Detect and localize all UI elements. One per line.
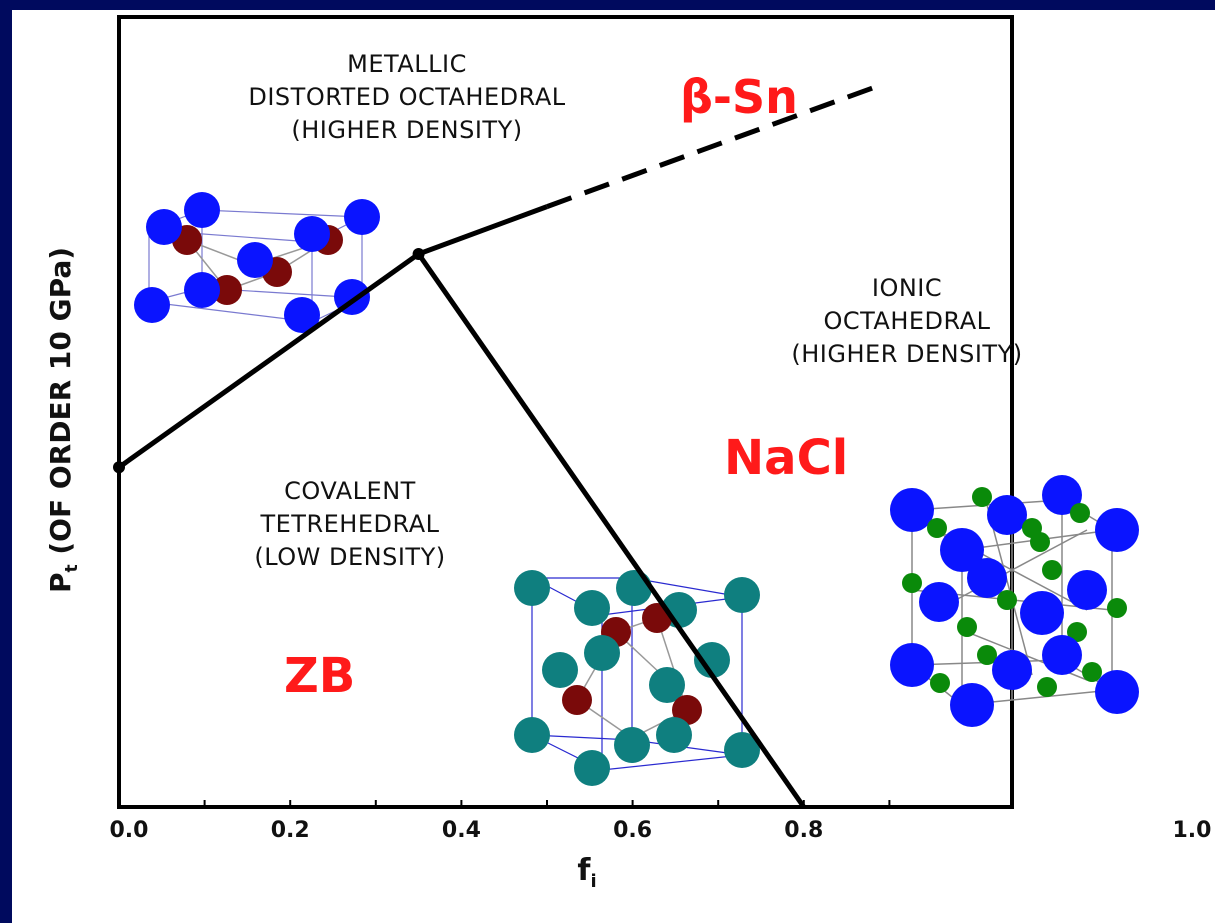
phase-boundary-line-2 (416, 252, 806, 809)
plot-frame (117, 15, 1014, 809)
chart-panel: 0.0 0.2 0.4 0.6 0.8 1.0 fi Pt (OF ORDER 10 GP… (12, 10, 1215, 923)
metallic-line-2: DISTORTED OCTAHEDRAL (248, 83, 566, 111)
metallic-region-label: METALLIC DISTORTED OCTAHEDRAL (HIGHER DE… (147, 48, 667, 147)
ionic-line-1: IONIC (871, 274, 943, 302)
phase-boundary-line-1 (117, 251, 421, 470)
x-tick-label-1.0: 1.0 (1173, 818, 1212, 843)
metallic-line-1: METALLIC (347, 50, 467, 78)
x-axis-label: fi (577, 853, 596, 892)
zincblende-structure-icon (514, 570, 760, 786)
covalent-line-3: (LOW DENSITY) (254, 543, 446, 571)
zb-label: ZB (284, 648, 356, 704)
ionic-line-2: OCTAHEDRAL (823, 307, 991, 335)
x-tick-label-0.4: 0.4 (442, 818, 481, 843)
x-tick-label-0.2: 0.2 (271, 818, 310, 843)
x-tick-label-0.6: 0.6 (613, 818, 652, 843)
y-axis-label: Pt (OF ORDER 10 GPa) (44, 247, 82, 593)
ionic-region-label: IONIC OCTAHEDRAL (HIGHER DENSITY) (707, 272, 1107, 371)
nacl-structure-icon (890, 475, 1139, 727)
beta-sn-label: β-Sn (680, 70, 798, 124)
triple-point-marker-2 (412, 248, 425, 260)
nacl-label: NaCl (724, 430, 849, 486)
covalent-region-label: COVALENT TETREHEDRAL (LOW DENSITY) (180, 475, 520, 574)
beta-sn-structure-icon (134, 192, 380, 333)
triple-point-marker-1 (113, 461, 125, 474)
phase-boundary-line-3 (417, 204, 548, 257)
covalent-line-2: TETREHEDRAL (260, 510, 440, 538)
covalent-line-1: COVALENT (284, 477, 416, 505)
ionic-line-3: (HIGHER DENSITY) (791, 340, 1023, 368)
phase-diagram-chart: 0.0 0.2 0.4 0.6 0.8 1.0 fi Pt (OF ORDER 10 GP… (44, 15, 1212, 892)
phase-boundary-line-4 (546, 85, 874, 209)
x-tick-label-0.0: 0.0 (110, 818, 149, 843)
x-tick-label-0.8: 0.8 (784, 818, 823, 843)
metallic-line-3: (HIGHER DENSITY) (291, 116, 523, 144)
